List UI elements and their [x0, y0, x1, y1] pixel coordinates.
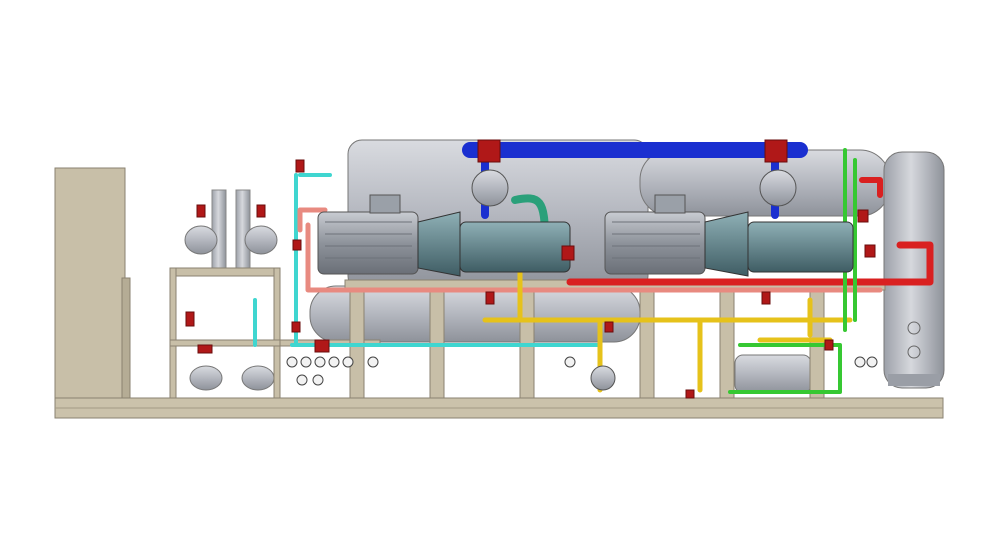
check-valve-2 [759, 169, 797, 207]
coupling-1 [417, 211, 461, 277]
pressure-gauges [286, 356, 878, 386]
pink-pipe [297, 207, 883, 293]
oil-pipe [482, 242, 853, 393]
vertical-oil-separator [883, 151, 945, 389]
check-valve-1 [471, 169, 509, 207]
small-oil-tank [734, 354, 812, 394]
accumulator-right [244, 225, 278, 255]
motor-2 [604, 194, 706, 275]
compressor-2 [747, 221, 854, 273]
compressor-1 [459, 221, 571, 273]
coupling-2 [704, 211, 749, 277]
valves [185, 139, 876, 399]
cyan-pipe [253, 173, 602, 347]
control-cabinet [54, 167, 126, 401]
motor-1 [317, 194, 419, 275]
pump [590, 365, 616, 391]
accumulator-left [184, 225, 218, 255]
red-discharge-pipe [566, 241, 934, 286]
